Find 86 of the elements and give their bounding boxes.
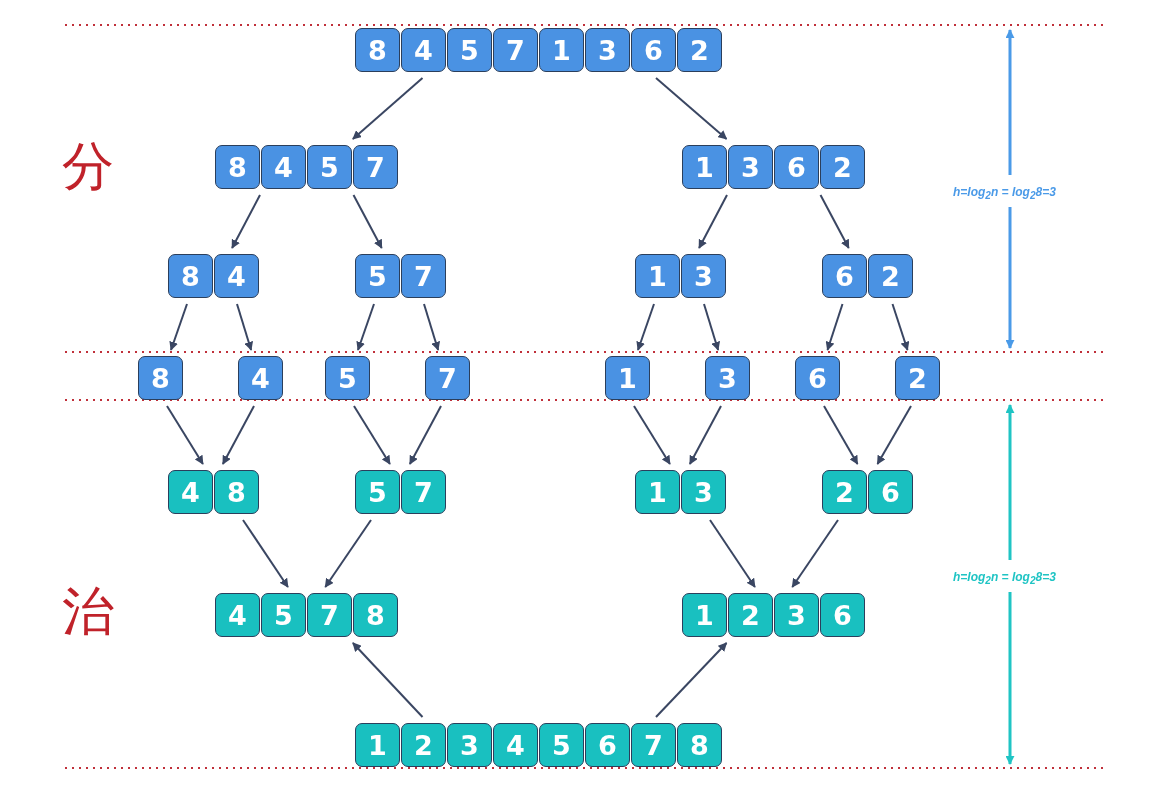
arrow: [688, 405, 722, 465]
number-cell: 8: [138, 356, 183, 400]
number-cell: 7: [401, 470, 446, 514]
number-cell: 1: [682, 145, 727, 189]
arrow: [352, 194, 383, 249]
number-cell: 6: [774, 145, 819, 189]
number-cell: 7: [493, 28, 538, 72]
number-cell: 8: [215, 145, 260, 189]
arrow: [221, 405, 255, 465]
number-cell: 4: [215, 593, 260, 637]
number-cell: 7: [425, 356, 470, 400]
arrow: [423, 303, 441, 351]
number-cell: 8: [355, 28, 400, 72]
number-cell: 3: [585, 28, 630, 72]
number-cell: 7: [307, 593, 352, 637]
arrow: [408, 405, 442, 465]
number-cell: 5: [307, 145, 352, 189]
arrow: [823, 405, 859, 465]
number-cell: 4: [214, 254, 259, 298]
arrow: [709, 519, 756, 588]
arrow: [891, 303, 910, 351]
number-cell: 4: [168, 470, 213, 514]
number-cell: 8: [168, 254, 213, 298]
number-cell: 8: [214, 470, 259, 514]
number-cell: 2: [677, 28, 722, 72]
arrow: [236, 303, 254, 351]
section-heading: 治: [62, 585, 114, 637]
number-cell: 6: [631, 28, 676, 72]
number-cell: 3: [681, 254, 726, 298]
number-cell: 3: [447, 723, 492, 767]
number-cell: 3: [728, 145, 773, 189]
arrow: [169, 303, 188, 351]
number-cell: 2: [401, 723, 446, 767]
number-cell: 3: [774, 593, 819, 637]
arrow: [356, 303, 375, 351]
number-cell: 8: [677, 723, 722, 767]
number-cell: 7: [401, 254, 446, 298]
number-cell: 6: [795, 356, 840, 400]
number-cell: 5: [355, 254, 400, 298]
number-cell: 1: [635, 254, 680, 298]
number-cell: 4: [493, 723, 538, 767]
arrow: [353, 405, 391, 465]
arrow: [655, 642, 728, 718]
arrow: [791, 519, 839, 588]
number-cell: 1: [605, 356, 650, 400]
number-cell: 6: [868, 470, 913, 514]
arrow: [819, 194, 850, 249]
number-cell: 5: [447, 28, 492, 72]
number-cell: 1: [635, 470, 680, 514]
number-cell: 1: [539, 28, 584, 72]
number-cell: 6: [822, 254, 867, 298]
arrow: [351, 77, 424, 140]
section-heading: 分: [62, 140, 114, 192]
arrow: [324, 519, 372, 588]
number-cell: 5: [261, 593, 306, 637]
number-cell: 3: [681, 470, 726, 514]
number-cell: 3: [705, 356, 750, 400]
number-cell: 2: [868, 254, 913, 298]
arrow: [825, 303, 844, 351]
number-cell: 4: [238, 356, 283, 400]
number-cell: 2: [728, 593, 773, 637]
number-cell: 5: [539, 723, 584, 767]
number-cell: 4: [401, 28, 446, 72]
arrow: [351, 642, 424, 718]
number-cell: 2: [895, 356, 940, 400]
arrow: [698, 194, 728, 249]
number-cell: 7: [353, 145, 398, 189]
number-cell: 6: [585, 723, 630, 767]
number-cell: 5: [355, 470, 400, 514]
arrow: [876, 405, 912, 465]
arrow: [242, 519, 289, 588]
number-cell: 6: [820, 593, 865, 637]
arrow: [703, 303, 721, 351]
number-cell: 8: [353, 593, 398, 637]
number-cell: 2: [820, 145, 865, 189]
number-cell: 1: [682, 593, 727, 637]
arrow: [166, 405, 204, 465]
number-cell: 4: [261, 145, 306, 189]
arrow: [231, 194, 261, 249]
arrow: [655, 77, 728, 140]
arrow: [636, 303, 655, 351]
arrow: [633, 405, 671, 465]
number-cell: 5: [325, 356, 370, 400]
number-cell: 7: [631, 723, 676, 767]
number-cell: 1: [355, 723, 400, 767]
number-cell: 2: [822, 470, 867, 514]
